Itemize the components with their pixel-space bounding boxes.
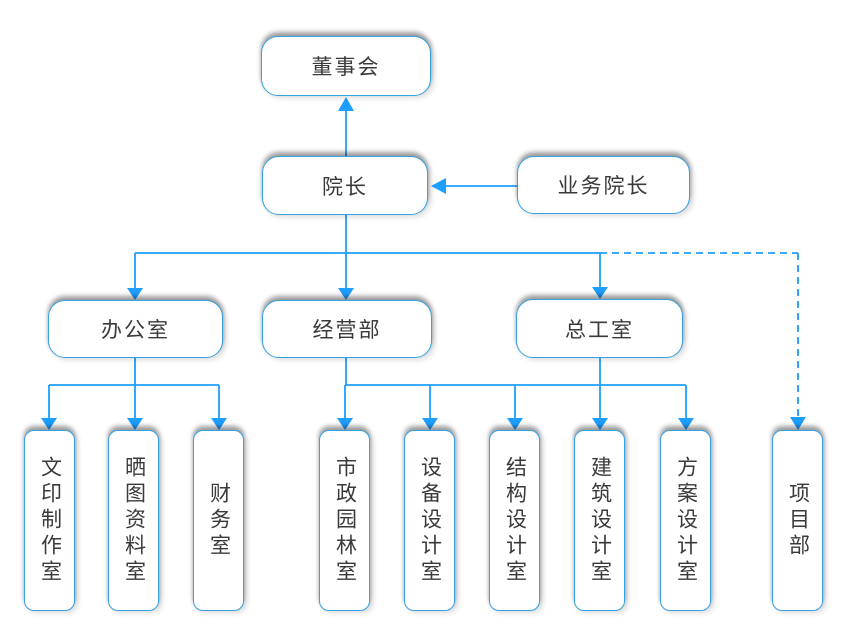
node-scheme-design-room: 方案设计室 <box>660 430 711 611</box>
edge-president-children <box>127 215 608 300</box>
edge-president-project-dashed <box>600 252 806 430</box>
edge-business-president-president <box>431 178 517 194</box>
node-chief-engineer-office: 总工室 <box>516 299 683 358</box>
edge-office-children <box>41 358 227 430</box>
node-municipal-landscape-room: 市政园林室 <box>319 430 370 611</box>
node-board-of-directors: 董事会 <box>261 36 431 96</box>
node-finance-room: 财务室 <box>193 430 244 611</box>
node-architecture-design-room: 建筑设计室 <box>574 430 625 611</box>
node-blueprint-archive-room: 晒图资料室 <box>108 430 159 611</box>
node-operations-dept: 经营部 <box>262 300 432 358</box>
node-project-dept: 项目部 <box>772 430 823 611</box>
node-printing-room: 文印制作室 <box>24 430 75 611</box>
node-business-president: 业务院长 <box>517 156 690 214</box>
edge-president-board <box>338 97 354 156</box>
edge-operations-chief-children <box>337 358 694 430</box>
node-structure-design-room: 结构设计室 <box>489 430 540 611</box>
node-president: 院长 <box>262 156 428 215</box>
node-office: 办公室 <box>48 300 223 358</box>
node-equipment-design-room: 设备设计室 <box>404 430 455 611</box>
